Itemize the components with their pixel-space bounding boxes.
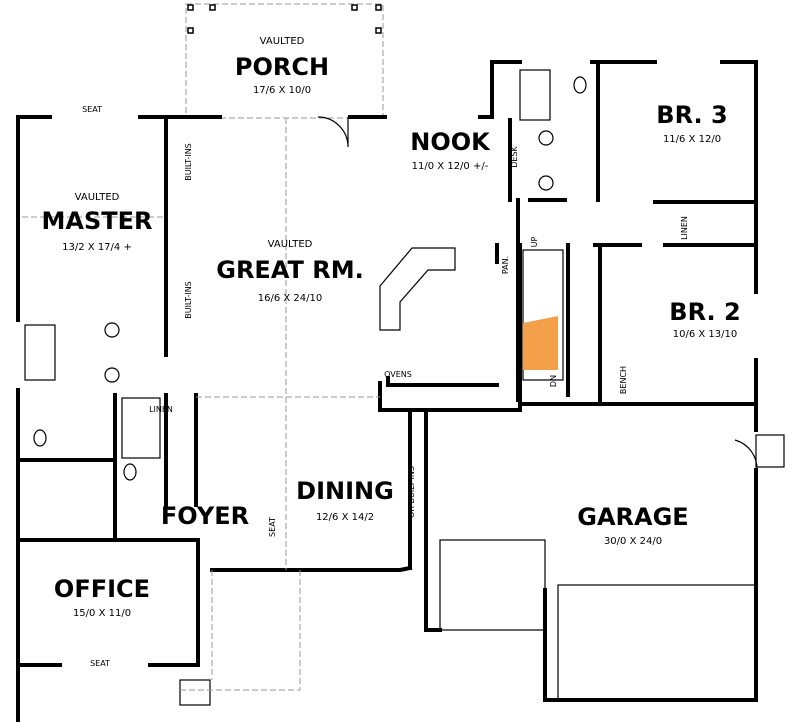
ovens-label: OVENS	[384, 370, 412, 379]
great-room-note: VAULTED	[268, 239, 313, 250]
master-size: 13/2 X 17/4 +	[62, 242, 132, 253]
porch-label: PORCH	[235, 53, 329, 81]
sink-icon	[538, 175, 554, 191]
porch-note: VAULTED	[260, 36, 305, 47]
master-note: VAULTED	[75, 192, 120, 203]
bench-label: BENCH	[619, 366, 628, 394]
linen-label: LINEN	[680, 216, 689, 240]
seat-label: SEAT	[90, 659, 110, 668]
garage-size: 30/0 X 24/0	[604, 536, 662, 547]
porch-posts	[187, 4, 382, 34]
linen-label: LINEN	[149, 405, 173, 414]
seat-label: SEAT	[268, 517, 277, 537]
walls	[16, 60, 758, 722]
br2-label: BR. 2	[669, 298, 740, 326]
shower	[121, 397, 161, 459]
nook-label: NOOK	[410, 128, 491, 156]
or-builtins-label: OR BUILT-INS	[407, 466, 416, 518]
stairs-down-label: DN	[549, 375, 558, 387]
dining-size: 12/6 X 14/2	[316, 512, 374, 523]
great-room-size: 16/6 X 24/10	[258, 293, 322, 304]
seat-label: SEAT	[82, 105, 102, 114]
toilet-icon	[123, 463, 137, 481]
toilet-icon	[573, 76, 587, 94]
office-size: 15/0 X 11/0	[73, 608, 131, 619]
dining-label: DINING	[296, 477, 394, 505]
room-labels: VAULTED PORCH 17/6 X 10/0 VAULTED MASTER…	[42, 36, 741, 619]
kitchen-island	[379, 247, 456, 331]
sink-icon	[104, 322, 120, 338]
door-swing	[317, 116, 349, 148]
stairs-up-label: UP	[530, 236, 539, 247]
desk-label: DESK	[510, 145, 519, 167]
bathtub-hall	[519, 69, 551, 121]
great-room-label: GREAT RM.	[216, 256, 364, 284]
sink-icon	[104, 367, 120, 383]
toilet-icon	[33, 429, 47, 447]
sink-icon	[538, 130, 554, 146]
builtins-label: BUILT-INS	[184, 143, 193, 181]
br2-size: 10/6 X 13/10	[673, 329, 737, 340]
builtins-label: BUILT-INS	[184, 281, 193, 319]
bathtub-master	[24, 324, 56, 381]
garage-label: GARAGE	[577, 503, 688, 531]
office-label: OFFICE	[54, 575, 150, 603]
stairs-highlight	[523, 316, 558, 370]
br3-size: 11/6 X 12/0	[663, 134, 721, 145]
door-swing	[734, 439, 758, 471]
stairs	[522, 249, 564, 381]
pantry-label: PAN.	[501, 256, 510, 274]
porch-size: 17/6 X 10/0	[253, 85, 311, 96]
fixture-labels: SEAT BUILT-INS BUILT-INS DESK LINEN UP P…	[82, 105, 689, 668]
foyer-label: FOYER	[161, 502, 249, 530]
nook-size: 11/0 X 12/0 +/-	[412, 161, 489, 172]
br3-label: BR. 3	[656, 101, 727, 129]
porch-outline	[185, 3, 384, 119]
master-label: MASTER	[42, 207, 153, 235]
interior-details	[22, 69, 785, 706]
